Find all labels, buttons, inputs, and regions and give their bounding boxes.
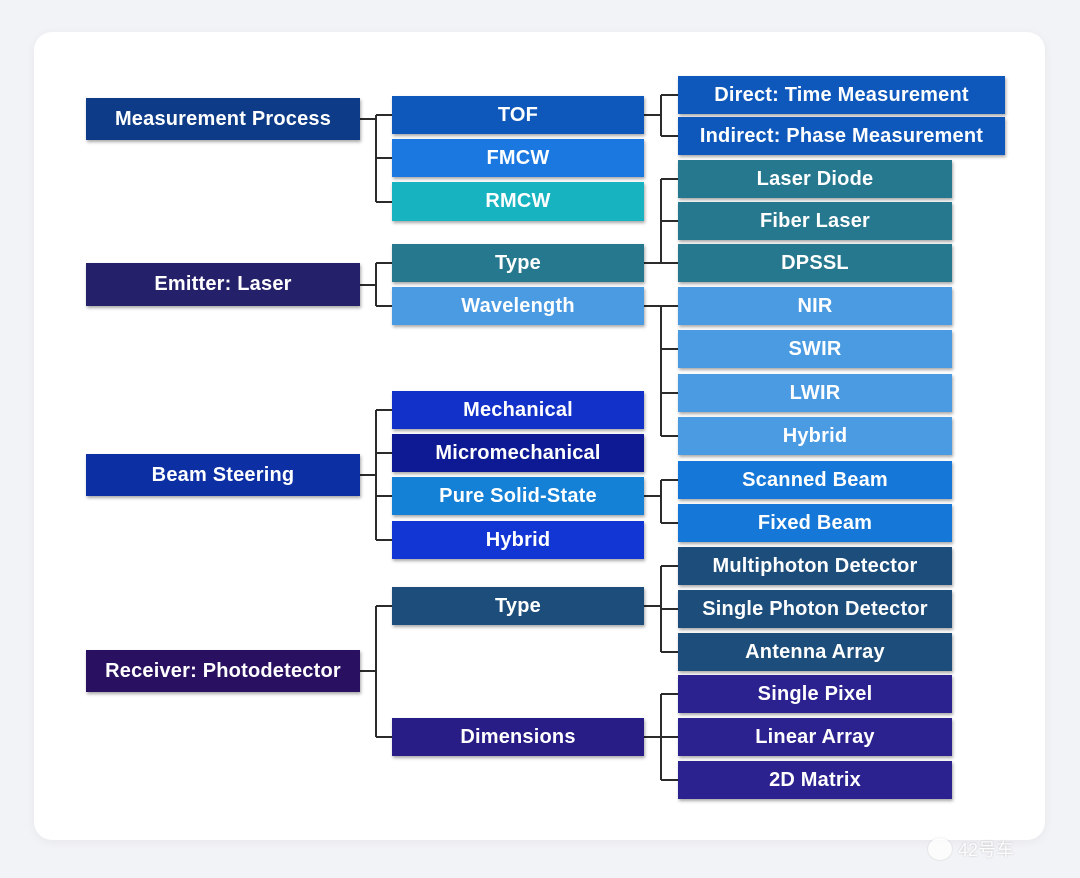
node-dpssl: DPSSL	[678, 244, 952, 282]
node-linear-array: Linear Array	[678, 718, 952, 756]
node-indirect-phase: Indirect: Phase Measurement	[678, 117, 1005, 155]
node-wavelength: Wavelength	[392, 287, 644, 325]
node-laser-diode: Laser Diode	[678, 160, 952, 198]
node-scanned-beam: Scanned Beam	[678, 461, 952, 499]
node-micromechanical: Micromechanical	[392, 434, 644, 472]
node-receiver-type: Type	[392, 587, 644, 625]
node-nir: NIR	[678, 287, 952, 325]
node-single-pixel: Single Pixel	[678, 675, 952, 713]
node-multiphoton-detector: Multiphoton Detector	[678, 547, 952, 585]
node-receiver-photodetector: Receiver: Photodetector	[86, 650, 360, 692]
watermark-logo-icon	[928, 838, 952, 860]
node-single-photon-detector: Single Photon Detector	[678, 590, 952, 628]
node-lwir: LWIR	[678, 374, 952, 412]
node-pure-solid-state: Pure Solid-State	[392, 477, 644, 515]
node-antenna-array: Antenna Array	[678, 633, 952, 671]
node-emitter-type: Type	[392, 244, 644, 282]
node-2d-matrix: 2D Matrix	[678, 761, 952, 799]
node-beam-steering: Beam Steering	[86, 454, 360, 496]
node-wavelength-hybrid: Hybrid	[678, 417, 952, 455]
node-direct-time: Direct: Time Measurement	[678, 76, 1005, 114]
node-fiber-laser: Fiber Laser	[678, 202, 952, 240]
watermark-text: 42号车	[958, 840, 1015, 860]
node-emitter-laser: Emitter: Laser	[86, 263, 360, 306]
node-mechanical: Mechanical	[392, 391, 644, 429]
node-measurement-process: Measurement Process	[86, 98, 360, 140]
node-dimensions: Dimensions	[392, 718, 644, 756]
node-fmcw: FMCW	[392, 139, 644, 177]
node-rmcw: RMCW	[392, 182, 644, 221]
node-fixed-beam: Fixed Beam	[678, 504, 952, 542]
node-steering-hybrid: Hybrid	[392, 521, 644, 559]
watermark: 42号车	[928, 834, 1058, 864]
node-tof: TOF	[392, 96, 644, 134]
node-swir: SWIR	[678, 330, 952, 368]
